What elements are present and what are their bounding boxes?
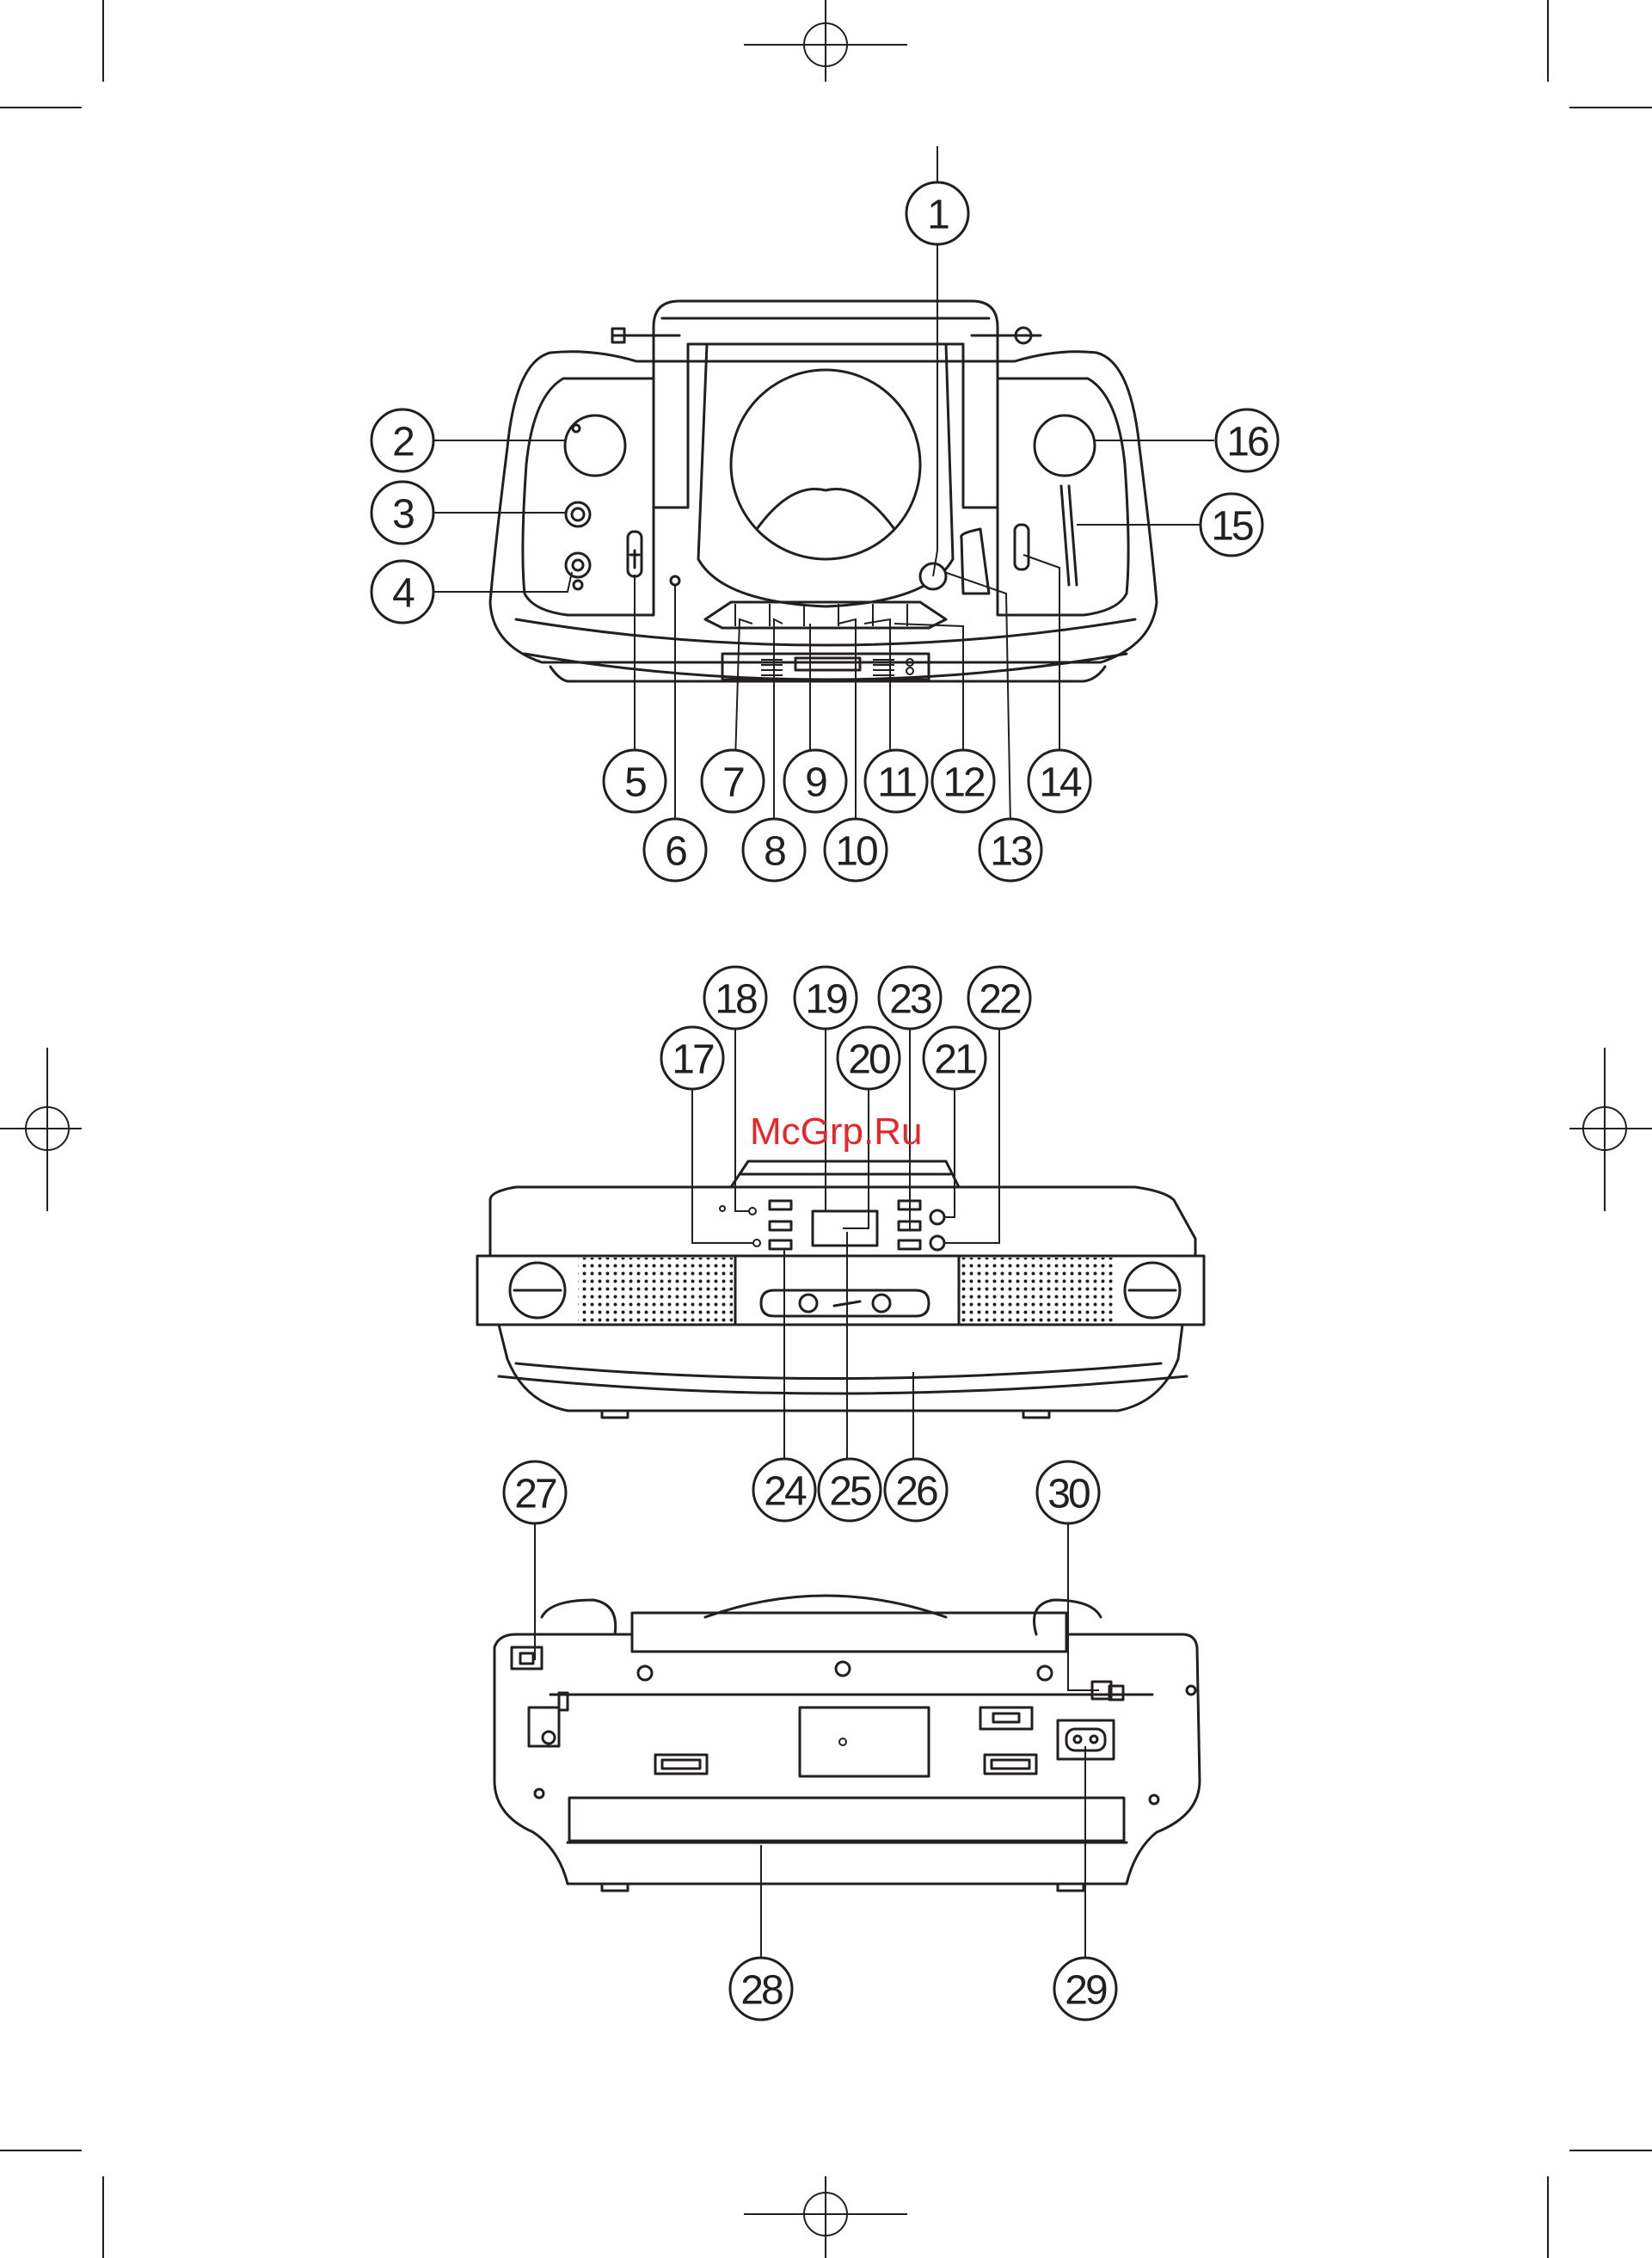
svg-text:22: 22 bbox=[979, 977, 1021, 1023]
callout-3: 3 bbox=[372, 482, 433, 544]
callout-12: 12 bbox=[932, 750, 994, 812]
svg-text:30: 30 bbox=[1047, 1472, 1090, 1517]
svg-text:17: 17 bbox=[672, 1037, 714, 1083]
svg-text:14: 14 bbox=[1039, 760, 1082, 806]
callout-6: 6 bbox=[644, 819, 706, 881]
callout-18: 18 bbox=[704, 967, 766, 1029]
svg-text:3: 3 bbox=[392, 492, 414, 538]
svg-text:11: 11 bbox=[877, 760, 916, 806]
callout-25: 25 bbox=[819, 1459, 881, 1521]
svg-text:9: 9 bbox=[805, 760, 826, 806]
svg-text:12: 12 bbox=[943, 760, 985, 806]
svg-text:19: 19 bbox=[805, 977, 847, 1023]
callout-20: 20 bbox=[838, 1027, 900, 1089]
callout-11: 11 bbox=[865, 750, 927, 812]
svg-text:27: 27 bbox=[514, 1472, 556, 1517]
svg-text:2: 2 bbox=[392, 420, 414, 465]
callout-30: 30 bbox=[1037, 1461, 1099, 1523]
registration-mark-left bbox=[0, 1048, 82, 1211]
callout-22: 22 bbox=[968, 967, 1030, 1029]
callout-9: 9 bbox=[784, 750, 846, 812]
svg-text:15: 15 bbox=[1211, 504, 1253, 550]
svg-text:25: 25 bbox=[829, 1469, 871, 1515]
callout-14: 14 bbox=[1029, 750, 1090, 812]
callout-29: 29 bbox=[1054, 1958, 1116, 2020]
device-view-front bbox=[477, 1024, 1204, 1462]
device-view-top bbox=[434, 146, 1214, 826]
svg-text:21: 21 bbox=[934, 1037, 976, 1083]
svg-text:24: 24 bbox=[764, 1469, 807, 1515]
callout-16: 16 bbox=[1216, 409, 1278, 471]
svg-text:18: 18 bbox=[715, 977, 757, 1023]
callout-19: 19 bbox=[795, 967, 857, 1029]
svg-text:1: 1 bbox=[927, 193, 949, 238]
svg-text:6: 6 bbox=[665, 829, 686, 875]
callout-28: 28 bbox=[730, 1958, 792, 2020]
leader-lines-rear bbox=[535, 1518, 1099, 1960]
callout-23: 23 bbox=[879, 967, 941, 1029]
svg-text:7: 7 bbox=[722, 760, 744, 806]
callout-17: 17 bbox=[661, 1027, 723, 1089]
svg-text:10: 10 bbox=[835, 829, 877, 875]
svg-text:23: 23 bbox=[889, 977, 931, 1023]
svg-text:4: 4 bbox=[392, 571, 415, 617]
svg-text:26: 26 bbox=[895, 1469, 937, 1515]
callout-26: 26 bbox=[885, 1459, 947, 1521]
callout-15: 15 bbox=[1201, 494, 1262, 556]
callout-27: 27 bbox=[504, 1461, 566, 1523]
registration-mark-top bbox=[744, 0, 907, 82]
svg-text:8: 8 bbox=[764, 829, 785, 875]
watermark-text: McGrp.Ru bbox=[750, 1111, 922, 1153]
svg-text:16: 16 bbox=[1226, 420, 1268, 465]
callout-10: 10 bbox=[825, 819, 887, 881]
callout-4: 4 bbox=[372, 561, 433, 623]
callout-24: 24 bbox=[753, 1459, 815, 1521]
device-view-rear bbox=[494, 1518, 1200, 1960]
svg-text:28: 28 bbox=[740, 1968, 783, 2014]
svg-text:13: 13 bbox=[990, 829, 1032, 875]
svg-text:5: 5 bbox=[624, 760, 646, 806]
registration-mark-right bbox=[1569, 1048, 1652, 1211]
callout-5: 5 bbox=[604, 750, 666, 812]
callout-7: 7 bbox=[702, 750, 764, 812]
svg-text:20: 20 bbox=[848, 1037, 890, 1083]
callout-2: 2 bbox=[372, 409, 433, 471]
callout-1: 1 bbox=[906, 182, 968, 244]
callout-13: 13 bbox=[980, 819, 1041, 881]
callout-21: 21 bbox=[924, 1027, 986, 1089]
svg-text:29: 29 bbox=[1065, 1968, 1107, 2014]
registration-mark-bottom bbox=[744, 2176, 907, 2258]
callout-8: 8 bbox=[743, 819, 805, 881]
leader-lines-top bbox=[434, 146, 1214, 826]
